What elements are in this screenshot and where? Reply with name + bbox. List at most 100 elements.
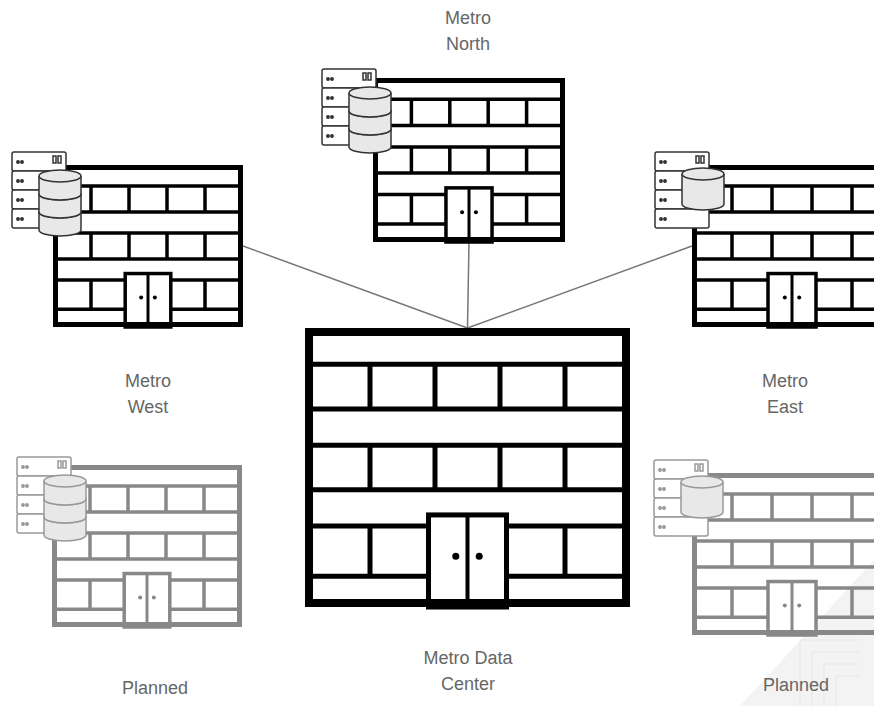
window-line (433, 445, 438, 490)
building (373, 78, 565, 242)
database-disk-top (682, 168, 724, 180)
window-line (563, 445, 568, 490)
server-led (660, 161, 662, 163)
server-unit (322, 69, 376, 88)
window-line (525, 147, 529, 173)
floor-line (373, 145, 565, 149)
door-split (146, 574, 149, 627)
site-label: Metro Data Center (403, 645, 533, 697)
window-line (850, 541, 854, 567)
window-line (88, 486, 92, 512)
server-led (17, 199, 19, 201)
window-line (368, 526, 373, 576)
site-node: Planned (650, 450, 874, 702)
server-led (21, 218, 23, 220)
server-led (22, 504, 24, 506)
server-slot (700, 464, 703, 471)
door-knob (783, 296, 787, 300)
server-database-icon (652, 458, 732, 553)
window-line (770, 541, 774, 567)
door-split (791, 274, 794, 327)
building (305, 328, 630, 607)
server-database-icon (653, 150, 733, 245)
window-line (126, 486, 130, 512)
server-icon (10, 150, 90, 249)
server-icon (652, 458, 732, 557)
server-unit (655, 209, 709, 228)
door-knob (153, 296, 157, 300)
window-line (164, 486, 168, 512)
floor-line (373, 171, 565, 175)
window-line (165, 186, 169, 212)
window-line (486, 147, 490, 173)
door-knob (138, 596, 142, 600)
door-knob (476, 553, 483, 560)
server-led (17, 180, 19, 182)
window-line (810, 541, 814, 567)
building-illustration (305, 328, 630, 607)
network-link (468, 242, 470, 328)
server-led (26, 485, 28, 487)
window-line (88, 580, 92, 609)
window-line (410, 194, 414, 224)
server-slot (695, 464, 698, 471)
floor-line (692, 210, 874, 214)
server-led (327, 135, 329, 137)
door-split (791, 582, 794, 635)
window-line (202, 533, 206, 559)
floor-line (52, 557, 242, 561)
floor-line (305, 406, 630, 411)
door-knob (783, 604, 787, 608)
site-node: Metro East (650, 145, 874, 415)
server-slot (701, 156, 704, 163)
window-line (730, 280, 734, 309)
window-line (850, 280, 854, 309)
window-line (89, 186, 93, 212)
window-line (525, 194, 529, 224)
floor-line (373, 98, 565, 102)
server-led (331, 135, 333, 137)
site-node: Planned (10, 450, 250, 702)
server-icon (653, 150, 733, 249)
server-led (21, 180, 23, 182)
server-slot (58, 156, 61, 163)
window-line (486, 99, 490, 125)
floor-line (53, 257, 243, 261)
floor-line (692, 539, 874, 543)
window-line (127, 233, 131, 259)
site-node: Metro West (5, 145, 245, 415)
door-knob (452, 553, 459, 560)
site-label: Metro West (108, 368, 188, 420)
server-led (659, 507, 661, 509)
server-database-icon (15, 455, 95, 550)
server-led (664, 218, 666, 220)
network-link (468, 246, 693, 328)
window-line (410, 147, 414, 173)
door-knob (474, 210, 478, 214)
server-led (660, 180, 662, 182)
window-line (770, 494, 774, 520)
window-line (730, 588, 734, 617)
floor-line (692, 257, 874, 261)
floor-line (692, 565, 874, 569)
server-led (26, 523, 28, 525)
server-led (663, 526, 665, 528)
window-line (525, 99, 529, 125)
window-line (203, 186, 207, 212)
window-line (770, 186, 774, 212)
server-led (663, 469, 665, 471)
door (124, 574, 170, 627)
site-node: Metro Data Center (300, 323, 635, 695)
server-led (21, 199, 23, 201)
door-split (147, 274, 150, 327)
door-knob (139, 296, 143, 300)
window-line (88, 533, 92, 559)
window-line (563, 526, 568, 576)
server-slot (368, 73, 371, 80)
window-line (850, 186, 854, 212)
site-label: Planned (746, 672, 846, 698)
server-led (663, 507, 665, 509)
floor-line (53, 231, 243, 235)
door (429, 515, 507, 607)
floor-line (305, 487, 630, 492)
